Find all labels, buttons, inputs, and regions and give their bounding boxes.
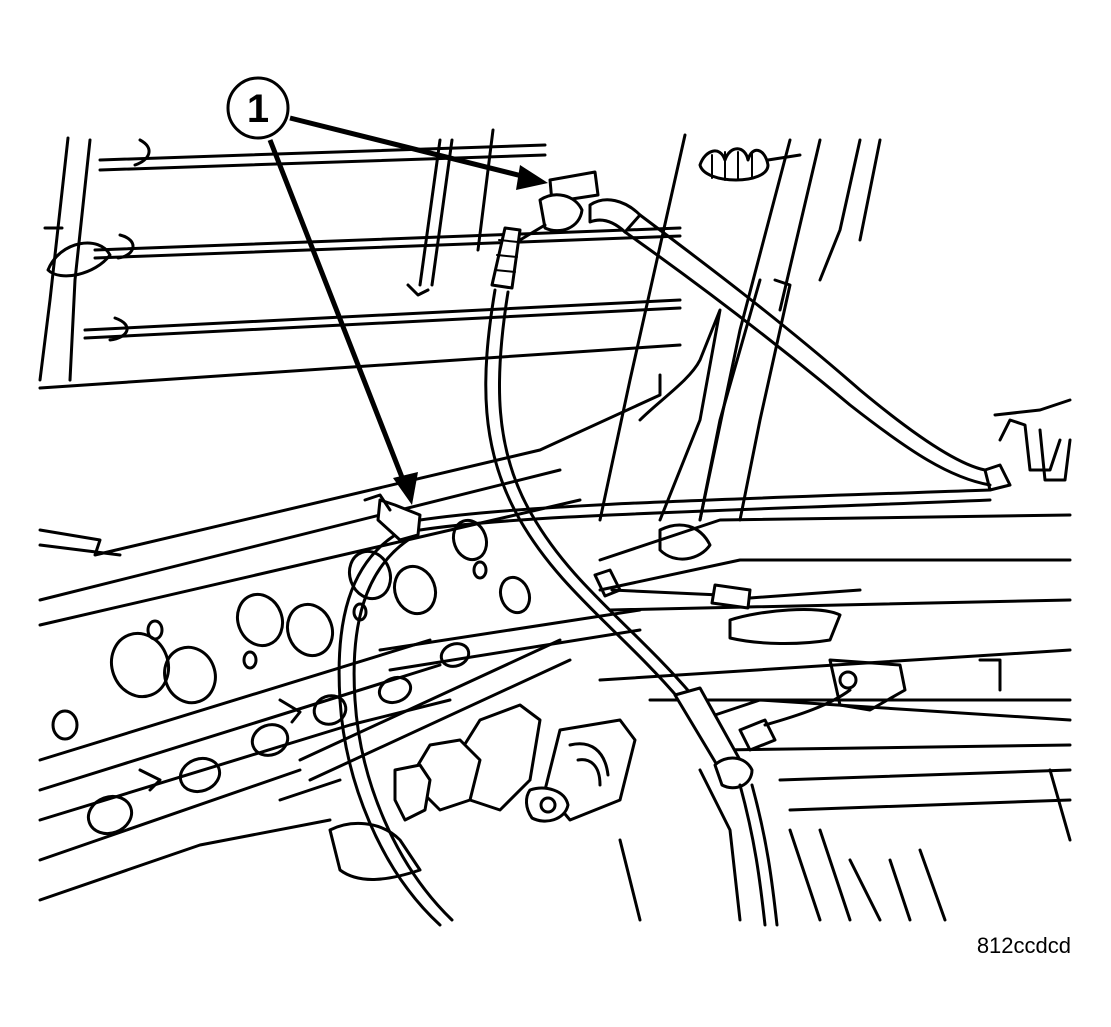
arrowhead-upper bbox=[516, 165, 548, 190]
seat-pillar bbox=[598, 133, 882, 522]
callout-1: 1 bbox=[226, 76, 290, 140]
figure-id: 812ccdcd bbox=[976, 933, 1071, 958]
brake-lever-assembly bbox=[278, 608, 642, 881]
floor-pan bbox=[38, 373, 662, 902]
frame-rail bbox=[598, 398, 1072, 922]
seat-spring-frame bbox=[38, 128, 682, 390]
parking-brake-cables bbox=[337, 170, 992, 927]
callout-number: 1 bbox=[247, 87, 269, 131]
arrowhead-lower bbox=[393, 472, 418, 505]
callout-leaders bbox=[267, 115, 548, 505]
